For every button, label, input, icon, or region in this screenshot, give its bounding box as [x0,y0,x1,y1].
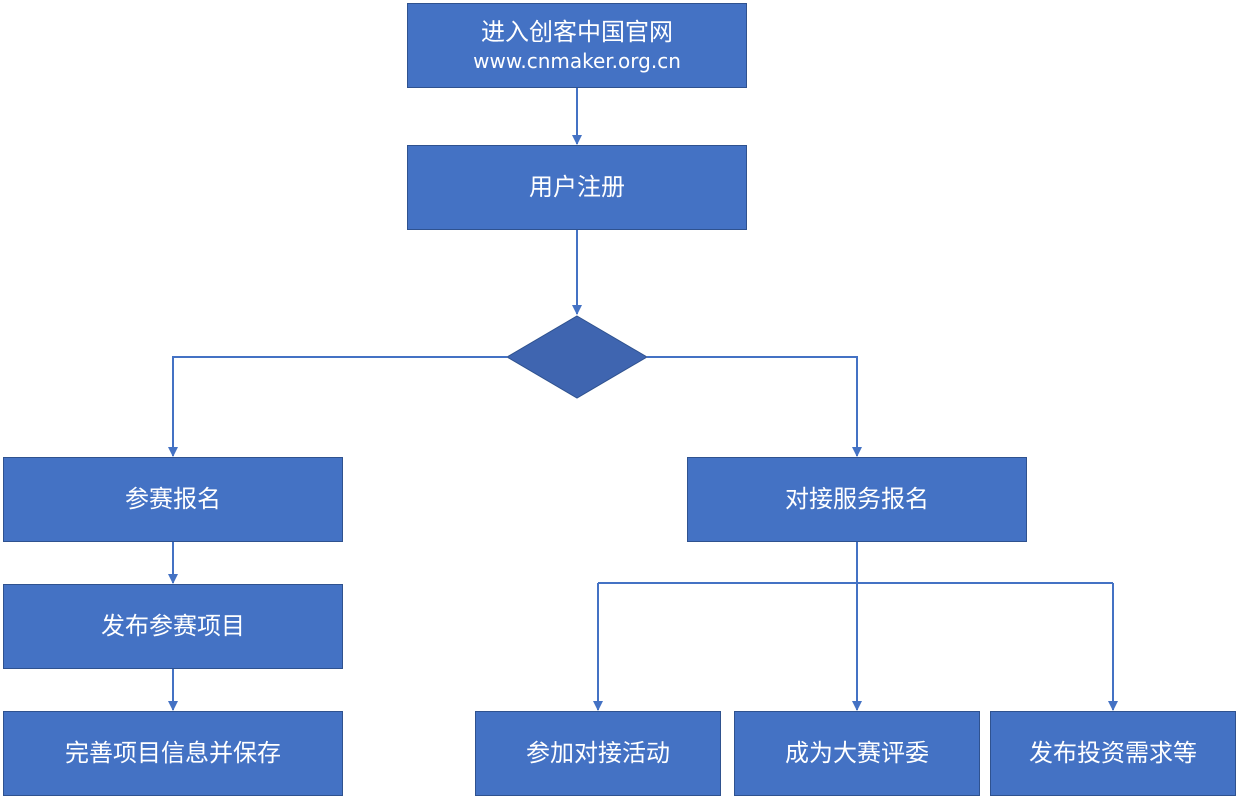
publish-project-label: 发布参赛项目 [101,612,245,641]
service-signup-label: 对接服务报名 [785,485,929,514]
register-node-label: 用户注册 [529,173,625,202]
register-node: 用户注册 [407,145,747,230]
complete-info-label: 完善项目信息并保存 [65,739,281,768]
decision-diamond [506,315,648,399]
publish-project-node: 发布参赛项目 [3,584,343,669]
join-activity-label: 参加对接活动 [526,739,670,768]
arrow-decision-to-service-signup [647,356,862,457]
start-node: 进入创客中国官网 www.cnmaker.org.cn [407,3,747,88]
competition-signup-node: 参赛报名 [3,457,343,542]
start-node-title: 进入创客中国官网 [481,17,673,46]
complete-info-node: 完善项目信息并保存 [3,711,343,796]
competition-signup-label: 参赛报名 [125,485,221,514]
join-activity-node: 参加对接活动 [475,711,721,796]
arrow-decision-to-competition-signup [168,356,507,457]
become-judge-node: 成为大赛评委 [734,711,980,796]
start-node-url: www.cnmaker.org.cn [473,49,681,74]
publish-investment-node: 发布投资需求等 [990,711,1236,796]
become-judge-label: 成为大赛评委 [785,739,929,768]
publish-investment-label: 发布投资需求等 [1029,739,1197,768]
service-signup-node: 对接服务报名 [687,457,1027,542]
